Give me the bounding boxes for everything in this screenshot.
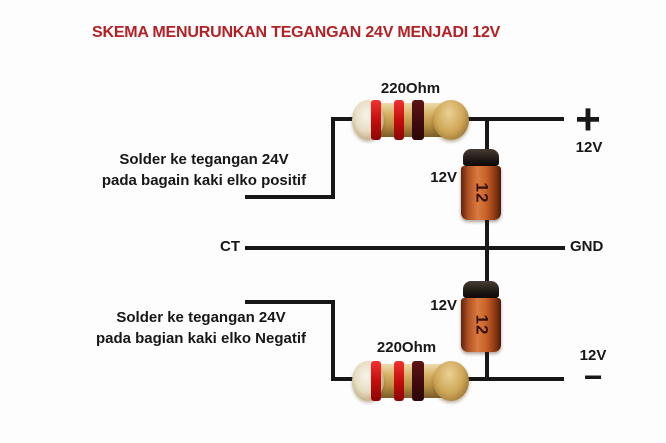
diode-bottom-label: 12V [430,297,457,314]
resistor-band-red [394,100,404,140]
resistor-band-red [371,361,381,401]
resistor-band-dark [412,100,424,140]
diode-marking: 12 [471,182,491,204]
diode-body: 12 [461,166,501,220]
positive-terminal-sign: + [575,95,601,144]
wire-bottom-bracket-horizontal [245,300,335,304]
annotation-line: pada bagian kaki elko Negatif [95,330,307,347]
zener-diode-top: 12 [461,149,501,220]
resistor-band-red [371,100,381,140]
annotation-line: pada bagain kaki elko positif [101,172,307,189]
positive-terminal-label: 12V [575,139,603,156]
resistor-top [352,100,469,140]
wire-bottom-bracket-vertical [331,300,335,381]
annotation-negative-side: Solder ke tegangan 24V pada bagian kaki … [81,307,321,349]
negative-terminal-sign: − [583,358,603,395]
diode-cathode-cap [463,149,499,166]
diode-top-label: 12V [430,169,457,186]
annotation-line: Solder ke tegangan 24V [119,151,289,168]
resistor-bottom-label: 220Ohm [376,339,437,356]
diode-cathode-cap [463,281,499,298]
resistor-end-right [433,361,469,401]
zener-diode-bottom: 12 [461,281,501,352]
wire-top-bracket-horizontal [245,195,335,199]
negative-terminal-label: 12V [579,347,607,364]
diode-marking: 12 [471,314,491,336]
annotation-line: Solder ke tegangan 24V [116,309,286,326]
resistor-band-red [394,361,404,401]
wire-top-bracket-vertical [331,117,335,199]
resistor-bottom [352,361,469,401]
wire-center-tap-rail [245,246,565,250]
resistor-top-label: 220Ohm [380,80,441,97]
annotation-positive-side: Solder ke tegangan 24V pada bagain kaki … [84,149,324,191]
resistor-band-dark [412,361,424,401]
resistor-end-right [433,100,469,140]
diode-body: 12 [461,298,501,352]
center-tap-label: CT [220,238,240,255]
ground-label: GND [570,238,604,255]
schematic-title: SKEMA MENURUNKAN TEGANGAN 24V MENJADI 12… [92,24,501,41]
